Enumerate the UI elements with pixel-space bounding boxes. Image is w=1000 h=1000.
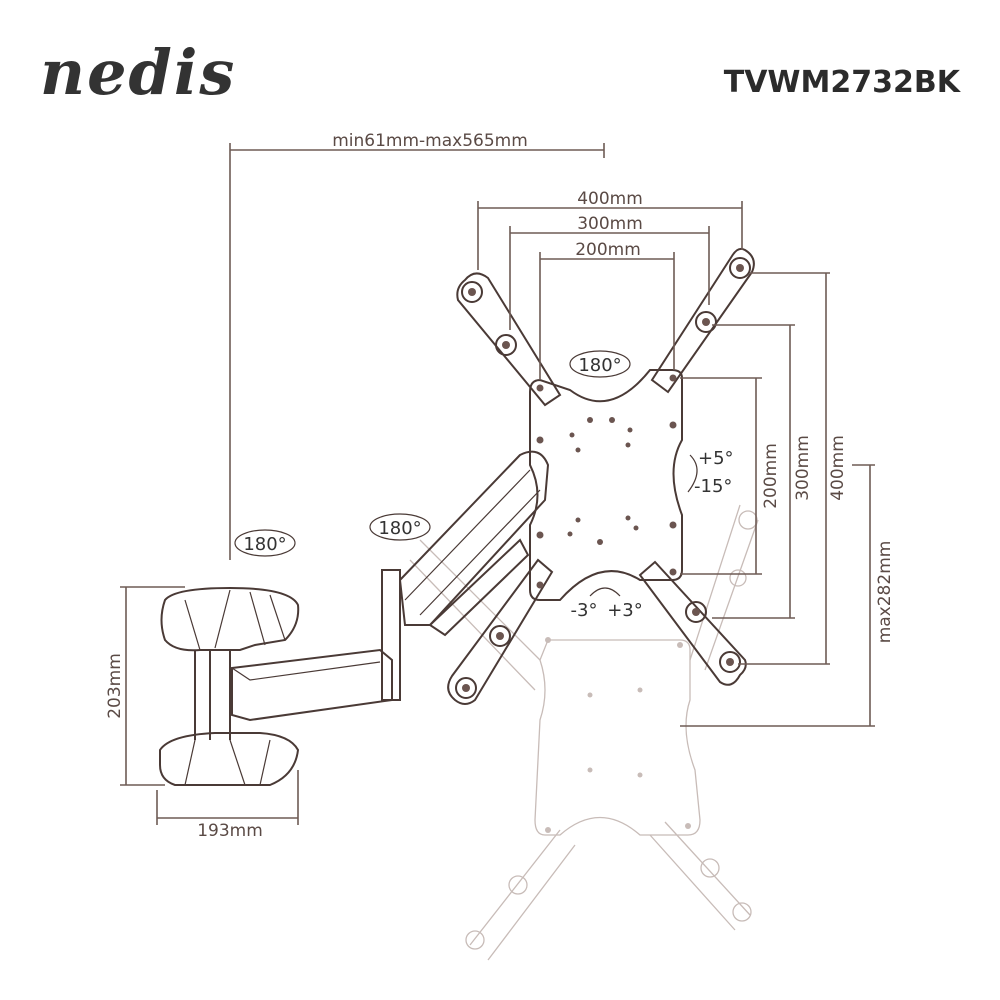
vesa-400-v-label: 400mm	[828, 435, 848, 501]
extension-label: min61mm-max565mm	[332, 131, 528, 151]
brand-logo: nedis	[40, 36, 237, 109]
level-plus-label: +3°	[607, 600, 643, 621]
wall-plate	[159, 586, 300, 786]
model-number: TVWM2732BK	[723, 65, 960, 100]
swing-arm	[231, 450, 550, 722]
tilt-down-label: -15°	[694, 476, 732, 497]
plate-rotation-label: 180°	[578, 355, 621, 376]
vesa-300-h-label: 300mm	[577, 214, 643, 234]
wall-plate-width-label: 193mm	[197, 821, 263, 841]
rotation-indicators	[234, 350, 698, 597]
vesa-200-v-label: 200mm	[761, 443, 781, 509]
max-offset-label: max282mm	[875, 541, 895, 644]
tilt-up-label: +5°	[698, 448, 734, 469]
level-minus-label: -3°	[571, 600, 598, 621]
dimension-lines	[120, 143, 875, 825]
arm-swivel-label: 180°	[378, 518, 421, 539]
vesa-300-v-label: 300mm	[793, 435, 813, 501]
vesa-200-h-label: 200mm	[575, 240, 641, 260]
vesa-400-h-label: 400mm	[577, 189, 643, 209]
vesa-plate	[447, 247, 755, 705]
wall-plate-height-label: 203mm	[105, 653, 125, 719]
wall-swivel-label: 180°	[243, 534, 286, 555]
